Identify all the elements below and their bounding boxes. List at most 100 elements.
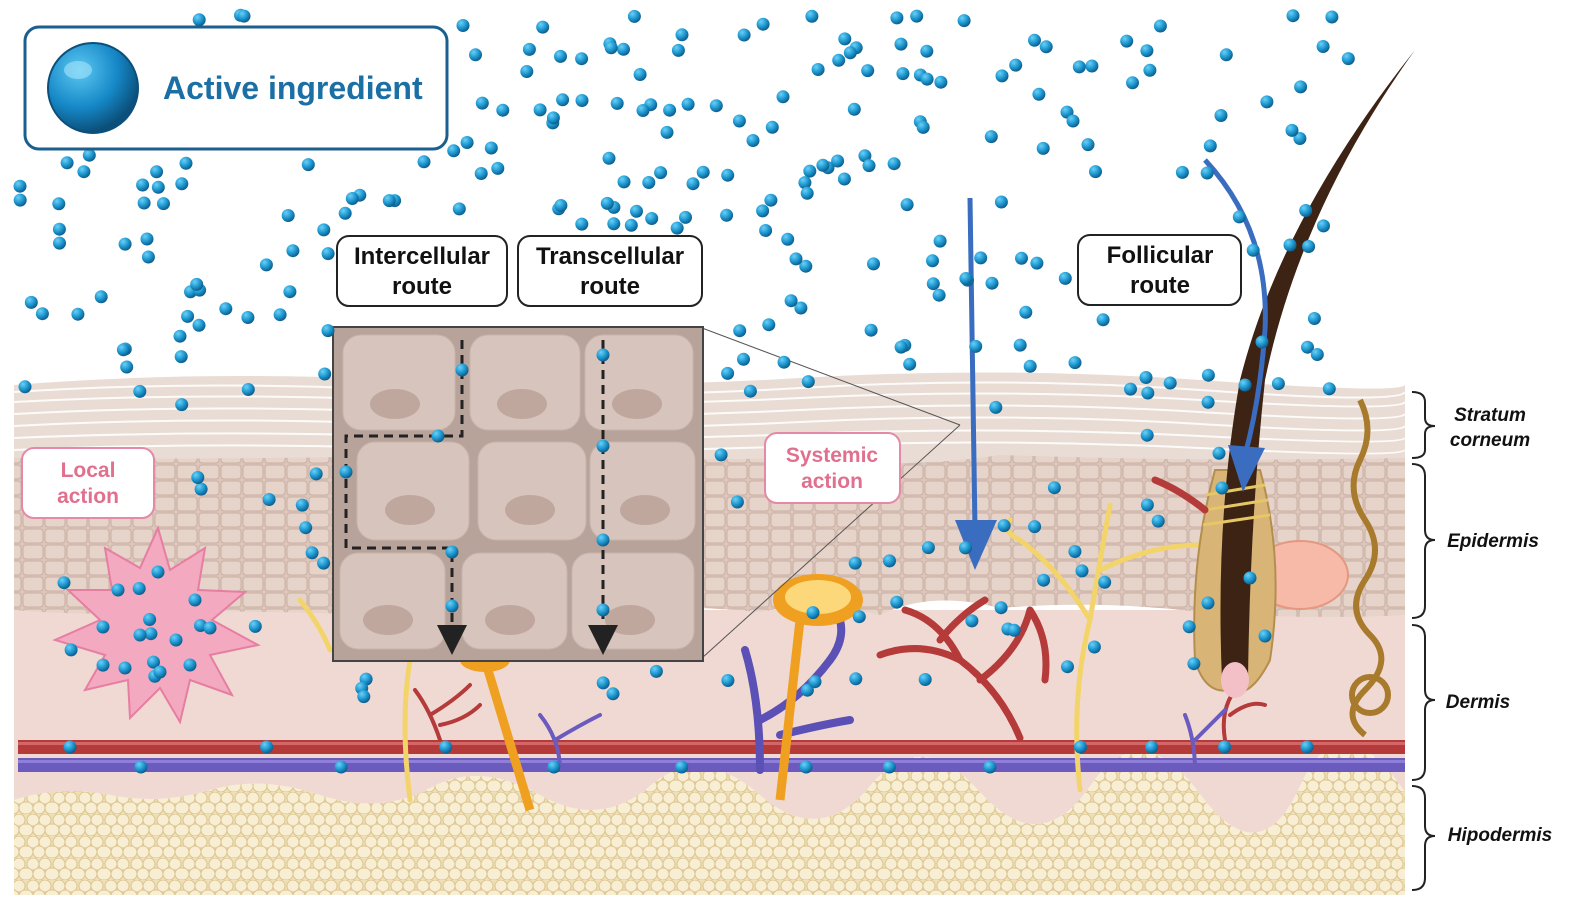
particle-dot [1039, 40, 1053, 54]
particle-dot [1028, 520, 1042, 534]
particle-dot [1201, 395, 1215, 409]
particle-dot [654, 166, 668, 180]
particle-dot [985, 276, 999, 290]
particle-dot [520, 65, 534, 78]
particle-dot [848, 556, 862, 570]
particle-dot [1299, 204, 1313, 217]
particle-dot [607, 217, 621, 231]
particle-dot [286, 244, 300, 258]
particle-dot [1085, 59, 1099, 73]
particle-dot [803, 164, 817, 178]
particle-dot [794, 301, 808, 315]
particle-dot [474, 167, 488, 180]
local-action-label: Local action [21, 447, 155, 519]
particle-dot [190, 277, 204, 291]
particle-dot [670, 221, 684, 235]
particle-dot [144, 627, 158, 641]
particle-dot [642, 176, 656, 189]
svg-text:Transcellular: Transcellular [536, 243, 684, 270]
particle-dot [1153, 19, 1167, 33]
particle-dot [903, 357, 917, 371]
active-ingredient-particles [13, 8, 1355, 774]
particle-dot [445, 545, 459, 559]
legend: Active ingredient [23, 25, 449, 151]
particle-dot [776, 90, 790, 104]
particle-dot [1098, 575, 1112, 589]
particle-dot [959, 541, 972, 555]
particle-dot [554, 49, 567, 63]
particle-dot [686, 177, 700, 191]
particle-dot [806, 606, 820, 620]
particle-dot [111, 583, 125, 597]
svg-text:action: action [801, 470, 863, 493]
svg-text:route: route [580, 273, 640, 300]
svg-text:Intercellular: Intercellular [354, 243, 490, 270]
particle-dot [53, 236, 66, 250]
particle-dot [301, 158, 315, 172]
legend-label: Active ingredient [163, 70, 423, 106]
particle-dot [455, 363, 469, 377]
particle-dot [169, 633, 183, 647]
particle-dot [1243, 571, 1257, 585]
svg-text:route: route [1130, 272, 1190, 299]
particle-dot [890, 11, 904, 25]
particle-dot [983, 760, 997, 774]
transcellular-route-label: Transcellular route [517, 235, 703, 307]
particle-dot [974, 251, 988, 265]
particle-dot [153, 665, 167, 679]
follicular-arrow [1203, 158, 1268, 492]
particle-dot [799, 259, 813, 273]
particle-dot [13, 193, 27, 207]
particle-dot [321, 247, 335, 261]
particle-dot [13, 179, 27, 193]
particle-dot [157, 197, 170, 211]
particle-dot [1096, 313, 1110, 327]
particle-dot [781, 232, 795, 246]
follicular-route-label: Follicular route [1077, 234, 1242, 306]
intercellular-path [344, 340, 467, 655]
particle-dot [1201, 368, 1215, 382]
particle-dot [798, 176, 812, 190]
particle-dot [237, 9, 251, 23]
particle-dot [921, 541, 935, 555]
particle-dot [1294, 80, 1308, 94]
particle-dot [1087, 640, 1101, 654]
particle-dot [262, 493, 276, 506]
particle-dot [732, 114, 746, 128]
particle-dot [932, 288, 946, 302]
particle-dot [82, 148, 96, 162]
particle-dot [132, 582, 146, 595]
particle-dot [933, 234, 947, 248]
particle-dot [1325, 10, 1339, 24]
layer-stratum-corneum: Stratum [1454, 405, 1526, 426]
particle-dot [357, 690, 371, 704]
intercellular-route-label: Intercellular route [336, 235, 508, 307]
particle-dot [764, 193, 778, 207]
particle-dot [800, 186, 814, 200]
particle-dot [151, 565, 165, 579]
particle-dot [630, 204, 643, 218]
pacinian-stalk [775, 619, 805, 801]
particle-dot [756, 204, 770, 218]
particle-dot [475, 96, 489, 110]
particle-dot [916, 120, 930, 134]
particle-dot [1058, 271, 1072, 285]
particle-dot [339, 465, 353, 479]
particle-dot [191, 471, 205, 484]
particle-dot [789, 252, 803, 266]
particle-dot [720, 208, 734, 222]
particle-dot [679, 210, 692, 224]
particle-dot [858, 149, 872, 163]
particle-dot [989, 400, 1003, 414]
particle-dot [721, 168, 735, 182]
particle-dot [730, 495, 744, 509]
particle-dot [52, 222, 66, 236]
particle-dot [920, 72, 934, 86]
particle-dot [681, 97, 695, 111]
particle-dot [838, 32, 852, 46]
particle-dot [1089, 165, 1102, 179]
particle-dot [1301, 340, 1314, 354]
particle-dot [295, 498, 309, 512]
particle-dot [64, 643, 78, 657]
particle-dot [737, 352, 750, 366]
